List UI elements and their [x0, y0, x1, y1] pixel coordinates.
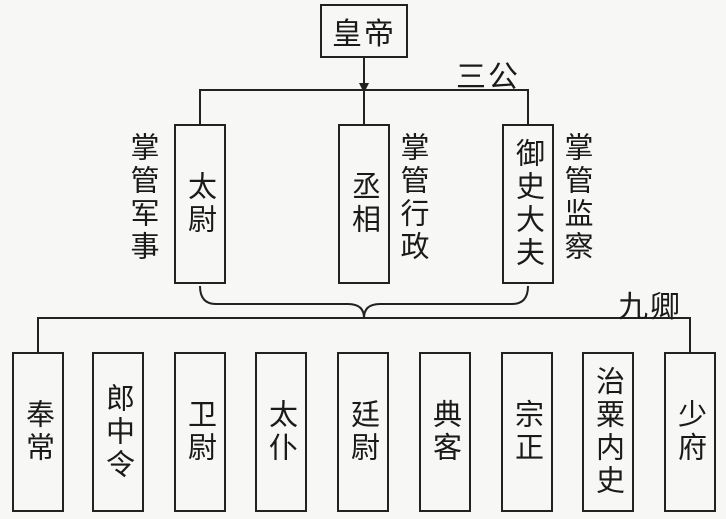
nine-ministers-bracket [37, 317, 691, 352]
yushidafu-duty: 掌管监察 [560, 132, 594, 264]
emperor-label: 皇帝 [332, 17, 396, 52]
taiwei-duty: 掌管军事 [126, 132, 160, 264]
three-excellencies-label: 三公 [456, 60, 520, 95]
minister-label: 奉常 [21, 399, 56, 465]
nine-ministers-label: 九卿 [618, 290, 682, 325]
minister-label: 少府 [673, 399, 708, 465]
chengxiang-duty: 掌管行政 [396, 132, 430, 264]
three-excellencies-brace [199, 285, 529, 319]
chengxiang-box: 丞相 [338, 124, 390, 284]
minister-box: 少府 [664, 352, 716, 512]
minister-label: 郎中令 [101, 382, 136, 482]
minister-box: 宗正 [501, 352, 553, 512]
minister-box: 奉常 [12, 352, 64, 512]
minister-box: 典客 [419, 352, 471, 512]
minister-label: 卫尉 [183, 399, 218, 465]
yushidafu-box: 御史大夫 [502, 124, 554, 284]
minister-box: 治粟内史 [582, 352, 634, 512]
yushidafu-label: 御史大夫 [511, 138, 546, 270]
taiwei-label: 太尉 [183, 171, 218, 237]
minister-box: 廷尉 [337, 352, 389, 512]
minister-label: 典客 [428, 399, 463, 465]
minister-box: 太仆 [255, 352, 307, 512]
chengxiang-label: 丞相 [347, 171, 382, 237]
minister-box: 郎中令 [92, 352, 144, 512]
minister-label: 太仆 [264, 399, 299, 465]
minister-box: 卫尉 [174, 352, 226, 512]
minister-label: 治粟内史 [591, 366, 626, 498]
taiwei-box: 太尉 [174, 124, 226, 284]
minister-label: 宗正 [510, 399, 545, 465]
minister-label: 廷尉 [346, 399, 381, 465]
emperor-box: 皇帝 [320, 4, 408, 58]
